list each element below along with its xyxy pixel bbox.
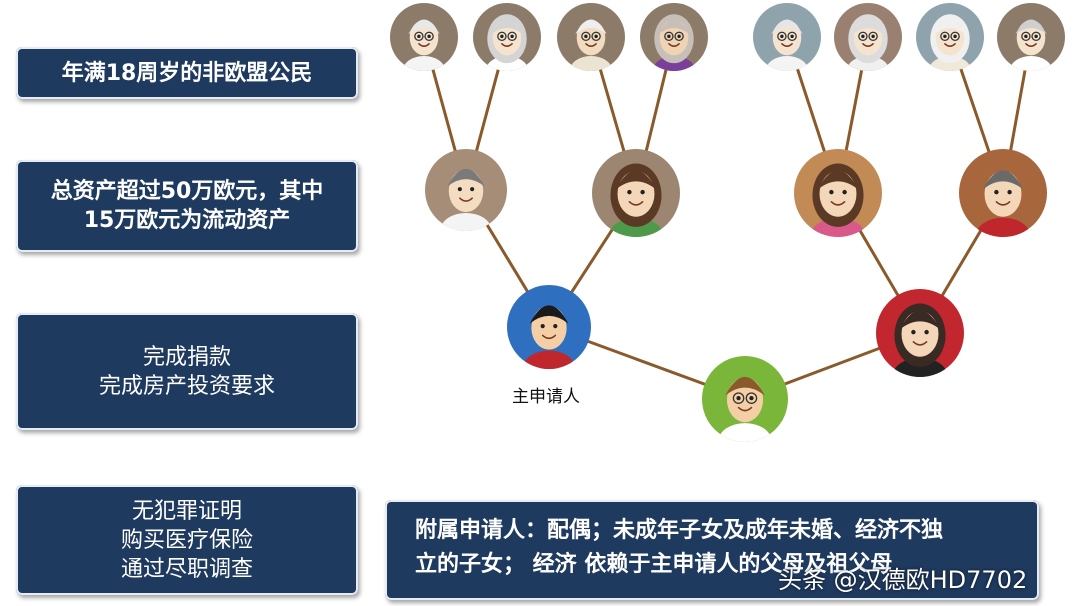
- requirement-text: 购买医疗保险: [120, 527, 253, 553]
- requirement-box-age: 年满18周岁的非欧盟公民: [16, 47, 358, 99]
- requirement-text: 无犯罪证明: [131, 498, 242, 524]
- requirement-box-assets: 总资产超过50万欧元，其中 15万欧元为流动资产: [16, 160, 358, 252]
- spouse-avatar-icon: [876, 289, 964, 377]
- child-avatar-icon: [702, 356, 788, 442]
- main-applicant-label: 主申请人: [512, 387, 580, 407]
- main-applicant-avatar-icon: [507, 285, 591, 369]
- requirement-text: 通过尽职调查: [120, 556, 253, 582]
- requirement-text: 总资产超过50万欧元，其中: [50, 179, 324, 204]
- tree-avatars: [390, 3, 1065, 442]
- grandmother-avatar-icon: [640, 3, 708, 71]
- requirement-text: 15万欧元为流动资产: [83, 208, 291, 233]
- grandfather-avatar-icon: [390, 3, 458, 71]
- father-avatar-icon: [425, 149, 507, 231]
- mother-avatar-icon: [794, 149, 882, 237]
- requirement-text: 完成房产投资要求: [98, 373, 275, 399]
- father-avatar-icon: [959, 149, 1047, 237]
- grandmother-avatar-icon: [473, 3, 541, 71]
- mother-avatar-icon: [592, 149, 680, 237]
- requirement-text: 完成捐款: [142, 344, 231, 370]
- grandmother-avatar-icon: [916, 3, 984, 71]
- requirement-text: 年满18周岁的非欧盟公民: [61, 60, 313, 86]
- grandmother-avatar-icon: [834, 3, 902, 71]
- requirement-box-checks: 无犯罪证明 购买医疗保险 通过尽职调查: [16, 485, 358, 595]
- grandfather-avatar-icon: [557, 3, 625, 71]
- dependents-note-line: 立的子女； 经济 依赖于主申请人的父母及祖父母: [415, 552, 893, 577]
- dependents-note-line: 附属申请人：配偶；未成年子女及成年未婚、经济不独: [415, 518, 944, 543]
- dependents-note-box: 附属申请人：配偶；未成年子女及成年未婚、经济不独 立的子女； 经济 依赖于主申请…: [385, 500, 1039, 600]
- grandfather-avatar-icon: [753, 3, 821, 71]
- grandfather-avatar-icon: [997, 3, 1065, 71]
- watermark: 头条 @汉德欧HD7702: [778, 566, 1028, 594]
- requirement-box-investment: 完成捐款 完成房产投资要求: [16, 313, 358, 430]
